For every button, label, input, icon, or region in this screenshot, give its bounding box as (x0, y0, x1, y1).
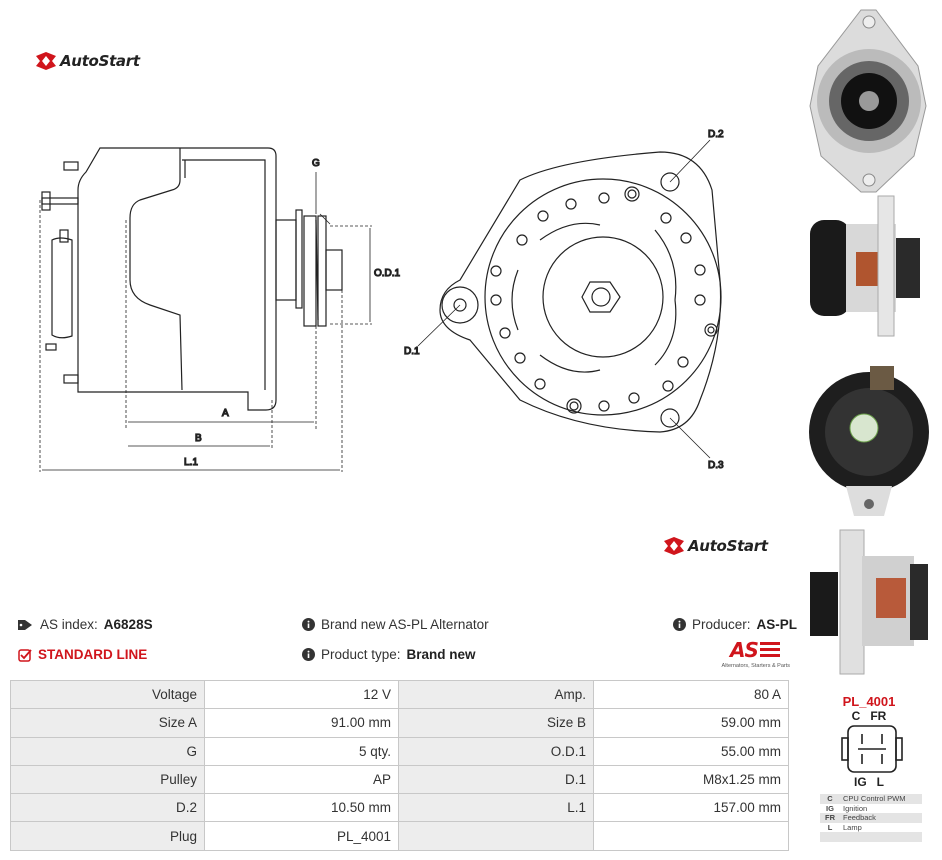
legend-desc: Lamp (843, 822, 862, 832)
product-type-label: Product type: (321, 647, 401, 662)
as-index-row: AS index: A6828S (18, 617, 153, 632)
table-row: Pulley AP D.1 M8x1.25 mm (10, 764, 789, 795)
label-g: G (312, 158, 320, 169)
table-row: Voltage 12 V Amp. 80 A (10, 679, 789, 710)
spec-value: 5 qty. (204, 736, 399, 766)
legend-row: C CPU Control PWM (820, 794, 922, 804)
label-l1: L.1 (184, 457, 198, 468)
legend-key: L (827, 822, 833, 832)
spec-label: Voltage (10, 679, 205, 710)
legend-desc: Ignition (843, 803, 868, 813)
legend-desc (840, 832, 922, 842)
autostart-logo-icon (36, 52, 56, 70)
spec-value: AP (204, 764, 399, 795)
spec-table: Voltage 12 V Amp. 80 A Size A 91.00 mm S… (10, 679, 789, 851)
product-photo-side (810, 195, 920, 337)
autostart-logo-bottom: AutoStart (664, 537, 768, 555)
spec-value: 10.50 mm (204, 793, 399, 823)
product-type-value: Brand new (406, 647, 476, 662)
table-row: D.2 10.50 mm L.1 157.00 mm (10, 793, 789, 823)
label-d1: D.1 (404, 346, 420, 357)
standard-line-row: STANDARD LINE (18, 647, 147, 662)
description-text: Brand new AS-PL Alternator (321, 617, 489, 632)
spec-value (593, 821, 789, 851)
label-d2: D.2 (708, 129, 724, 140)
autostart-logo-icon (664, 537, 684, 555)
legend-row: FR Feedback (820, 813, 922, 823)
front-leader-lines (417, 139, 711, 459)
spec-label: Pulley (10, 764, 205, 795)
spec-value: 59.00 mm (593, 708, 789, 738)
product-type-row: Product type: Brand new (302, 647, 476, 662)
spec-label: Size A (10, 708, 205, 738)
product-photo-angle (810, 529, 928, 675)
spec-value: M8x1.25 mm (593, 764, 789, 795)
legend-key: IG (826, 803, 834, 813)
spec-value: 80 A (593, 679, 789, 710)
plug-connector-diagram (841, 725, 903, 773)
spec-label: D.1 (398, 764, 594, 795)
spec-label (398, 821, 594, 851)
spec-label: O.D.1 (398, 736, 594, 766)
spec-value: 157.00 mm (593, 793, 789, 823)
label-d3: D.3 (708, 460, 724, 471)
legend-row: L Lamp (820, 823, 922, 833)
spec-label: Size B (398, 708, 594, 738)
spec-label: Plug (10, 821, 205, 851)
autostart-logo-text: AutoStart (60, 52, 140, 70)
label-a: A (222, 408, 229, 419)
spec-value: 12 V (204, 679, 399, 710)
plug-legend: C CPU Control PWM IG Ignition FR Feedbac… (820, 794, 922, 842)
product-photo-front (809, 9, 927, 193)
producer-tagline: Alternators, Starters & Parts (721, 663, 790, 669)
spec-value: 91.00 mm (204, 708, 399, 738)
description-row: Brand new AS-PL Alternator (302, 617, 489, 632)
table-row: Plug PL_4001 (10, 821, 789, 851)
spec-value: PL_4001 (204, 821, 399, 851)
spec-label: G (10, 736, 205, 766)
table-row: Size A 91.00 mm Size B 59.00 mm (10, 708, 789, 738)
legend-desc: Feedback (840, 813, 922, 823)
producer-logo: AS Alternators, Starters & Parts (704, 638, 790, 672)
spec-label: Amp. (398, 679, 594, 710)
plug-name: PL_4001 (842, 694, 896, 709)
plug-top-pins: C FR (851, 709, 887, 723)
spec-value: 55.00 mm (593, 736, 789, 766)
side-view (41, 147, 343, 411)
spec-label: D.2 (10, 793, 205, 823)
product-photo-rear (809, 366, 929, 516)
as-index-value: A6828S (103, 617, 153, 632)
legend-key: FR (820, 813, 840, 823)
spec-label: L.1 (398, 793, 594, 823)
autostart-logo-text: AutoStart (688, 537, 768, 555)
autostart-logo-top: AutoStart (36, 52, 140, 70)
legend-row (820, 832, 922, 842)
front-view (439, 151, 722, 433)
legend-key: C (820, 794, 840, 804)
table-row: G 5 qty. O.D.1 55.00 mm (10, 736, 789, 766)
legend-row: IG Ignition (820, 804, 922, 814)
dimension-lines (39, 172, 372, 472)
info-icon (302, 648, 315, 661)
technical-drawing: G O.D.1 A B L.1 (39, 128, 725, 472)
as-index-label: AS index: (40, 617, 98, 632)
legend-key (820, 832, 840, 842)
label-b: B (195, 433, 202, 444)
producer-row: Producer: AS-PL (673, 617, 797, 632)
producer-logo-mark: AS (730, 638, 759, 662)
plug-bottom-pins: IG L (854, 775, 884, 789)
label-od1: O.D.1 (374, 268, 401, 279)
producer-value: AS-PL (756, 617, 798, 632)
tag-icon (18, 619, 32, 630)
info-icon (673, 618, 686, 631)
standard-line-label: STANDARD LINE (38, 647, 148, 662)
info-icon (302, 618, 315, 631)
legend-desc: CPU Control PWM (840, 794, 922, 804)
producer-label: Producer: (692, 617, 751, 632)
checkbox-checked-icon (18, 648, 32, 662)
